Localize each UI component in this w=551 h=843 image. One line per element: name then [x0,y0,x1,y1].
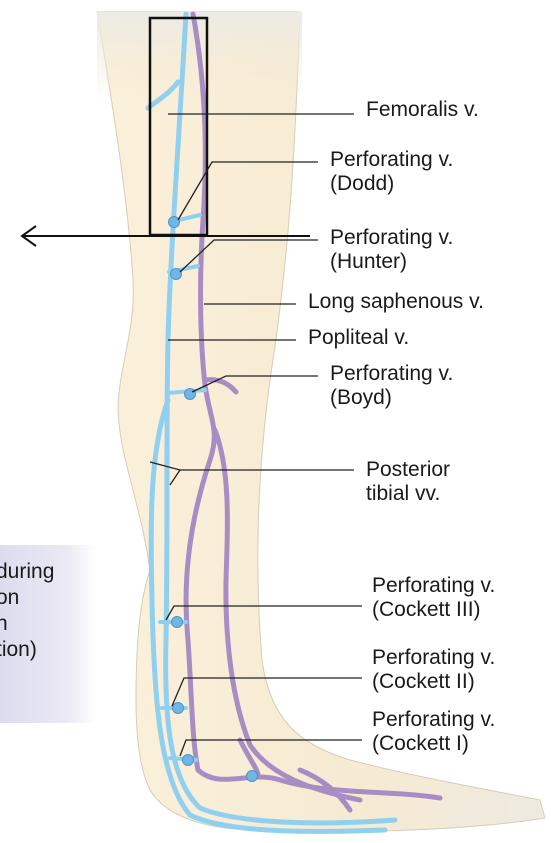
perforator-cockett1-node [183,755,194,766]
label-posterior-tibial-line2: tibial vv. [366,482,450,506]
label-hunter-line2: (Hunter) [330,250,453,274]
label-cockett3: Perforating v. (Cockett III) [372,574,495,622]
label-hunter-line1: Perforating v. [330,226,453,250]
label-long-saphenous-text: Long saphenous v. [308,290,484,314]
label-cockett3-line1: Perforating v. [372,574,495,598]
side-note-line2: on [0,586,19,610]
label-popliteal: Popliteal v. [308,326,409,350]
label-cockett1: Perforating v. (Cockett I) [372,708,495,756]
label-cockett2-line2: (Cockett II) [372,670,495,694]
side-note-line4: tion) [0,638,37,662]
perforator-boyd-node [185,389,196,400]
label-cockett2: Perforating v. (Cockett II) [372,646,495,694]
label-posterior-tibial: Posterior tibial vv. [366,458,450,506]
label-posterior-tibial-line1: Posterior [366,458,450,482]
label-dodd-line1: Perforating v. [330,148,453,172]
side-note-line3: n [0,612,8,636]
label-cockett3-line2: (Cockett III) [372,598,495,622]
label-femoralis: Femoralis v. [366,98,479,122]
perforator-dodd-node [169,217,180,228]
side-note-box: during on n tion) [0,545,96,723]
side-note-line1: during [0,560,54,584]
perforator-cockett3-node [172,617,183,628]
label-popliteal-text: Popliteal v. [308,326,409,350]
label-boyd: Perforating v. (Boyd) [330,362,453,410]
perforator-cockett2-node [173,703,184,714]
label-dodd: Perforating v. (Dodd) [330,148,453,196]
label-cockett2-line1: Perforating v. [372,646,495,670]
label-hunter: Perforating v. (Hunter) [330,226,453,274]
perforator-hunter-node [171,269,182,280]
label-dodd-line2: (Dodd) [330,172,453,196]
label-cockett1-line2: (Cockett I) [372,732,495,756]
label-boyd-line1: Perforating v. [330,362,453,386]
label-long-saphenous: Long saphenous v. [308,290,484,314]
label-cockett1-line1: Perforating v. [372,708,495,732]
foot-perforator-node [247,771,258,782]
label-boyd-line2: (Boyd) [330,386,453,410]
label-femoralis-text: Femoralis v. [366,98,479,122]
